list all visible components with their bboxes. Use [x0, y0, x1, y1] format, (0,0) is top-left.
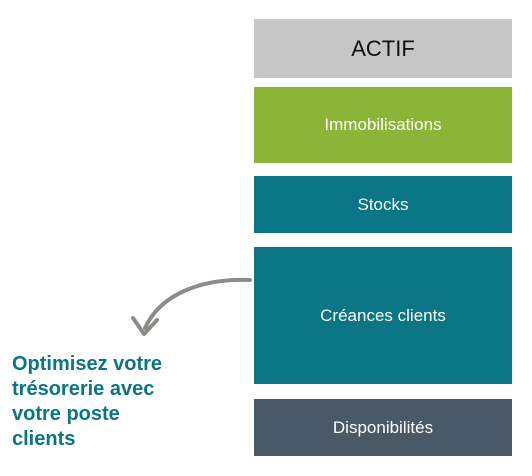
callout-line-3: votre poste [12, 403, 120, 425]
arrow-curve [143, 277, 252, 330]
immobilisations-label: Immobilisations [324, 115, 442, 134]
disponibilites-block: Disponibilités [254, 399, 512, 456]
disponibilites-label: Disponibilités [332, 417, 434, 437]
creances-clients-block: Créances clients [254, 247, 512, 384]
callout-line-1: Optimisez votre [12, 353, 163, 375]
actif-header-label: ACTIF [351, 35, 415, 61]
creances-clients-label: Créances clients [320, 305, 446, 325]
curved-arrow-icon [131, 277, 252, 336]
stocks-block: Stocks [254, 176, 512, 233]
stocks-label: Stocks [357, 194, 409, 214]
immobilisations-block: Immobilisations [254, 87, 512, 163]
actif-header: ACTIF [254, 19, 512, 78]
arrow-head [131, 316, 159, 336]
callout-line-2: trésorerie avec [12, 378, 155, 400]
callout-text: Optimisez votre trésorerie avec votre po… [12, 352, 212, 452]
callout-line-4: clients [12, 428, 76, 450]
